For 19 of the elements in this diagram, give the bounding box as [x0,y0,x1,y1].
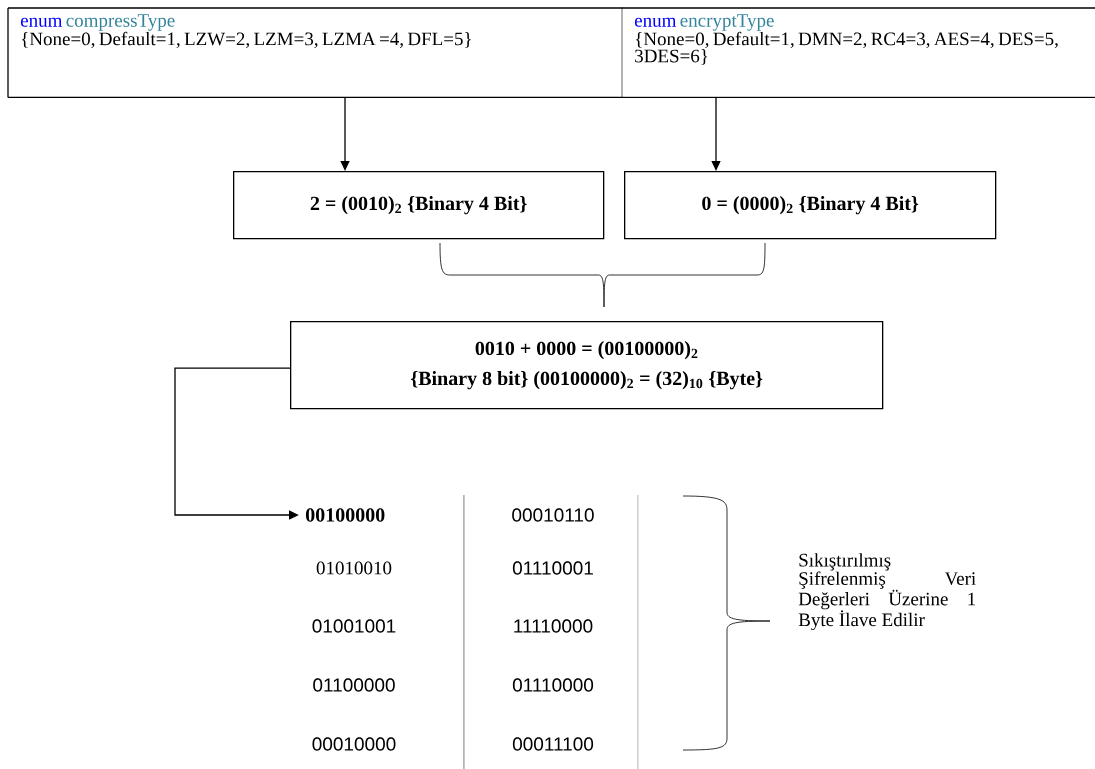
arrow [711,96,721,171]
binary-value: 01110001 [512,561,593,575]
binary-value: 01001001 [312,619,396,633]
note-text: Sıkıştırılmış Şifrelenmiş Veri Değerleri Üzerine 1 Byte İlave Edilir [798,553,976,631]
binary-value: 11110000 [514,619,593,633]
binary-value: 00011100 [512,737,594,751]
binary-value: 01100000 [313,678,395,692]
table-cell: enum encryptType {None=0, Default=1, DMN=2, RC4=3, AES=4, DES=5, 3DES=6} [621,7,1095,99]
process-box: 2 = (0010)$_{2}$ {Binary 4 Bit} [233,171,605,240]
process-box: 0010 + 0000 = (00100000)$_{2}$ {Binary 8 bit} (00100000)$_{2}$ = (32)$_{10}$ {Byte} [290,321,884,410]
binary-value: 01110000 [512,678,594,692]
binary-value: 01010010 [316,561,392,575]
arrow [340,96,350,171]
table-cell: enum compressType {None=0, Default=1, LZW=2, LZM=3, LZMA =4, DFL=5} [7,7,624,99]
binary-value: 00010110 [512,508,594,522]
process-box: 0 = (0000)$_{2}$ {Binary 4 Bit} [624,171,997,240]
binary-value: 00100000 [305,508,385,522]
arrow [174,367,299,520]
binary-value: 00010000 [312,737,396,751]
